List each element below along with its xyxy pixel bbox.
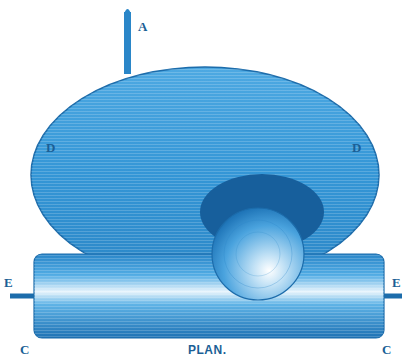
disc-hatching: [31, 67, 379, 283]
disc: [31, 67, 379, 283]
part-letter: C: [20, 343, 29, 356]
part-letter: E: [392, 276, 401, 289]
part-letter: D: [352, 141, 361, 154]
ball-ring: [224, 220, 292, 288]
part-letter: C: [382, 343, 391, 356]
ball-ring: [236, 232, 280, 276]
rod-tip: [124, 9, 131, 14]
rod: [124, 12, 131, 74]
part-letter: E: [4, 276, 13, 289]
ball: [212, 208, 304, 300]
axle: [10, 294, 34, 299]
part-letter: A: [138, 20, 147, 33]
roller-hatching: [34, 254, 384, 338]
axle: [384, 294, 402, 299]
roller: [34, 254, 384, 338]
view-caption: PLAN.: [188, 344, 227, 356]
part-letter: D: [46, 141, 55, 154]
